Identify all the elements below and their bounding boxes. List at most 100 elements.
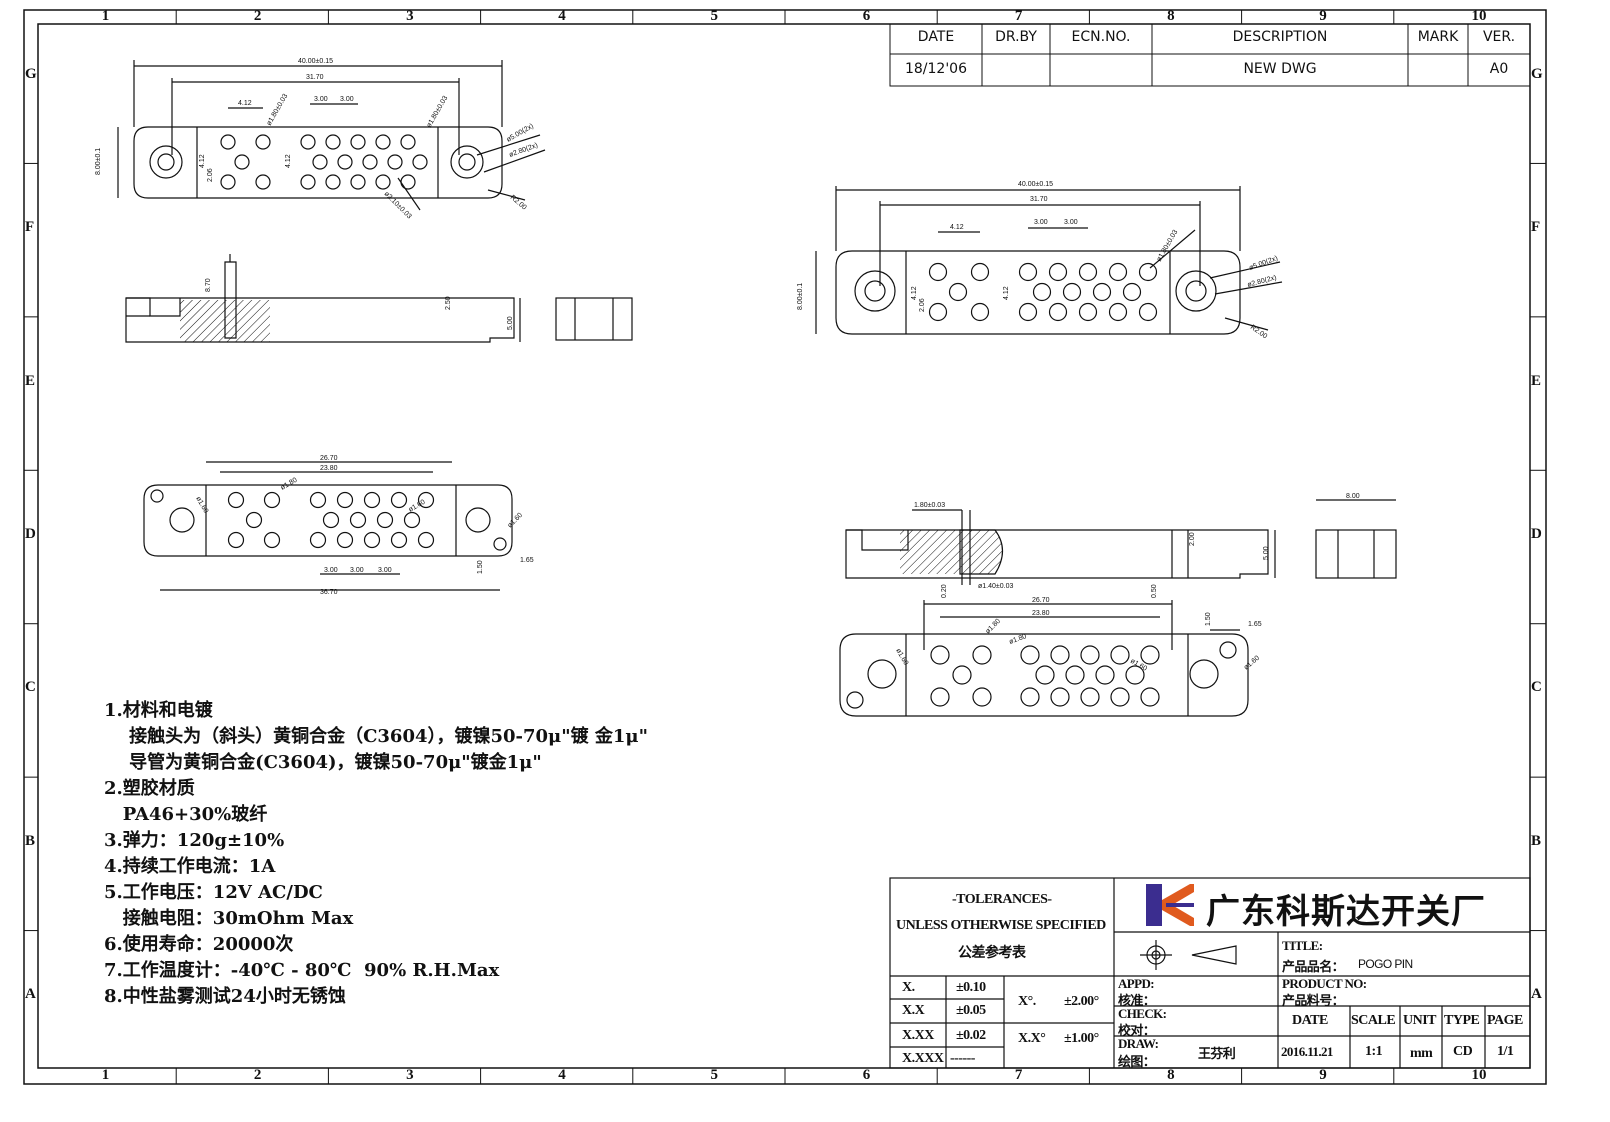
contact-hole [387,154,403,170]
contact-hole [220,134,236,150]
contact-hole [930,645,950,665]
value-page: 1/1 [1497,1044,1514,1059]
dim-mount-hole: ø2.80(2x) [508,142,539,159]
bottom-view-left [143,461,513,591]
dim-corner-radius: R2.00 [509,194,528,211]
dim-height: 8.00±0.1 [95,148,102,175]
dim-pin-hole: ø1.40±0.03 [978,583,1013,590]
product-name-label: 产品品名： [1282,959,1345,974]
company-logo-icon [1144,882,1194,928]
contact-hole [970,262,990,282]
company-name: 广东科斯达开关厂 [1206,892,1486,932]
zone-col-top-3: 3 [406,8,414,24]
dim-hole-diameter: ø1.80±0.03 [266,93,290,127]
tolerance-subtitle-cn: 公差参考表 [958,946,1026,961]
header-type: TYPE [1444,1013,1480,1028]
rev-header-mark: MARK [1417,29,1459,45]
contact-hole [1095,665,1115,685]
note-line: 7.工作温度计：-40℃ - 80℃ 90% R.H.Max [104,960,500,981]
contact-hole [1092,282,1112,302]
contact-hole [972,645,992,665]
tolerance-subtitle: UNLESS OTHERWISE SPECIFIED [896,918,1106,933]
contact-hole [337,154,353,170]
dim-body-height: 5.00 [507,316,514,330]
zone-col-top-8: 8 [1167,8,1175,24]
dim-body-width: 8.00 [1346,493,1360,500]
note-line: 8.中性盐雾测试24小时无锈蚀 [104,986,346,1007]
dim-span: 26.70 [320,455,338,462]
contact-hole [1138,262,1158,282]
contact-hole [1125,665,1145,685]
contact-hole [363,491,381,509]
contact-hole [1140,687,1160,707]
dim-body-height: 5.00 [1263,546,1270,560]
zone-row-left-F: F [25,219,35,236]
contact-hole [1020,645,1040,665]
zone-row-right-B: B [1531,832,1542,849]
dim-hole-diameter: ø1.60 [194,496,209,515]
zone-col-bottom-3: 3 [406,1067,414,1083]
contact-hole [928,262,948,282]
zone-col-bottom-4: 4 [558,1067,566,1083]
rev-header-ver: VER. [1482,29,1516,45]
contact-hole [1078,302,1098,322]
note-line: 1.材料和电镀 [104,700,213,721]
header-date: DATE [1292,1013,1328,1028]
check-cn: 校对： [1118,1023,1156,1038]
dim-row-pitch: 2.06 [919,298,926,312]
tolerance-title: -TOLERANCES- [952,892,1052,907]
contact-hole [336,491,354,509]
dim-span: 23.80 [320,465,338,472]
dim-hole-diameter: ø1.60 [1243,655,1261,672]
contact-hole [417,531,435,549]
rev-description: NEW DWG [1243,61,1317,77]
contact-hole [349,511,367,529]
contact-hole [300,174,316,190]
zone-col-bottom-10: 10 [1471,1067,1487,1083]
contact-hole [227,491,245,509]
dim-hole-diameter: ø2.10±0.03 [383,190,413,220]
contact-hole [375,134,391,150]
product-name: POGO PIN [1358,957,1413,971]
contact-hole [1018,262,1038,282]
contact-hole [309,491,327,509]
draw-label: DRAW: [1118,1036,1159,1051]
contact-hole [390,531,408,549]
contact-hole [1062,282,1082,302]
rev-version: A0 [1489,61,1509,77]
tol-angle-label-b: X.X° [1018,1031,1046,1046]
contact-hole [928,302,948,322]
zone-col-top-10: 10 [1471,8,1487,24]
contact-hole [1108,302,1128,322]
contact-hole [300,134,316,150]
appd-cn: 核准： [1118,993,1156,1008]
contact-hole [417,491,435,509]
note-line: 3.弹力：120g±10% [104,830,285,851]
contact-hole [263,491,281,509]
header-unit: UNIT [1403,1013,1437,1028]
tol-angle-value-a: ±2.00° [1064,994,1099,1009]
dim-step: 2.00 [1189,532,1196,546]
dim-mount-hole: ø5.00(2x) [506,123,535,144]
zone-row-right-F: F [1531,219,1541,236]
dim-row-pitch: 4.12 [911,286,918,300]
contact-hole [948,282,968,302]
contact-hole [1140,645,1160,665]
contact-hole [1122,282,1142,302]
zone-row-right-C: C [1531,679,1542,696]
side-view-right [845,499,1397,585]
tol-value-xx: ±0.05 [956,1003,986,1018]
dim-offset: 1.65 [1248,621,1262,628]
dim-pitch: 4.12 [950,224,964,231]
tol-angle-value-b: ±1.00° [1064,1031,1099,1046]
contact-hole [263,531,281,549]
contact-hole [390,491,408,509]
contact-hole [400,174,416,190]
zone-row-left-C: C [25,679,36,696]
contact-hole [1035,665,1055,685]
tol-label-xxxx: X.XXX [902,1051,944,1066]
dim-offset: 1.65 [520,557,534,564]
contact-hole [362,154,378,170]
zone-col-top-9: 9 [1319,8,1327,24]
note-line: 接触头为（斜头）黄铜合金（C3604），镀镍50-70μ"镀 金1μ" [104,726,648,747]
